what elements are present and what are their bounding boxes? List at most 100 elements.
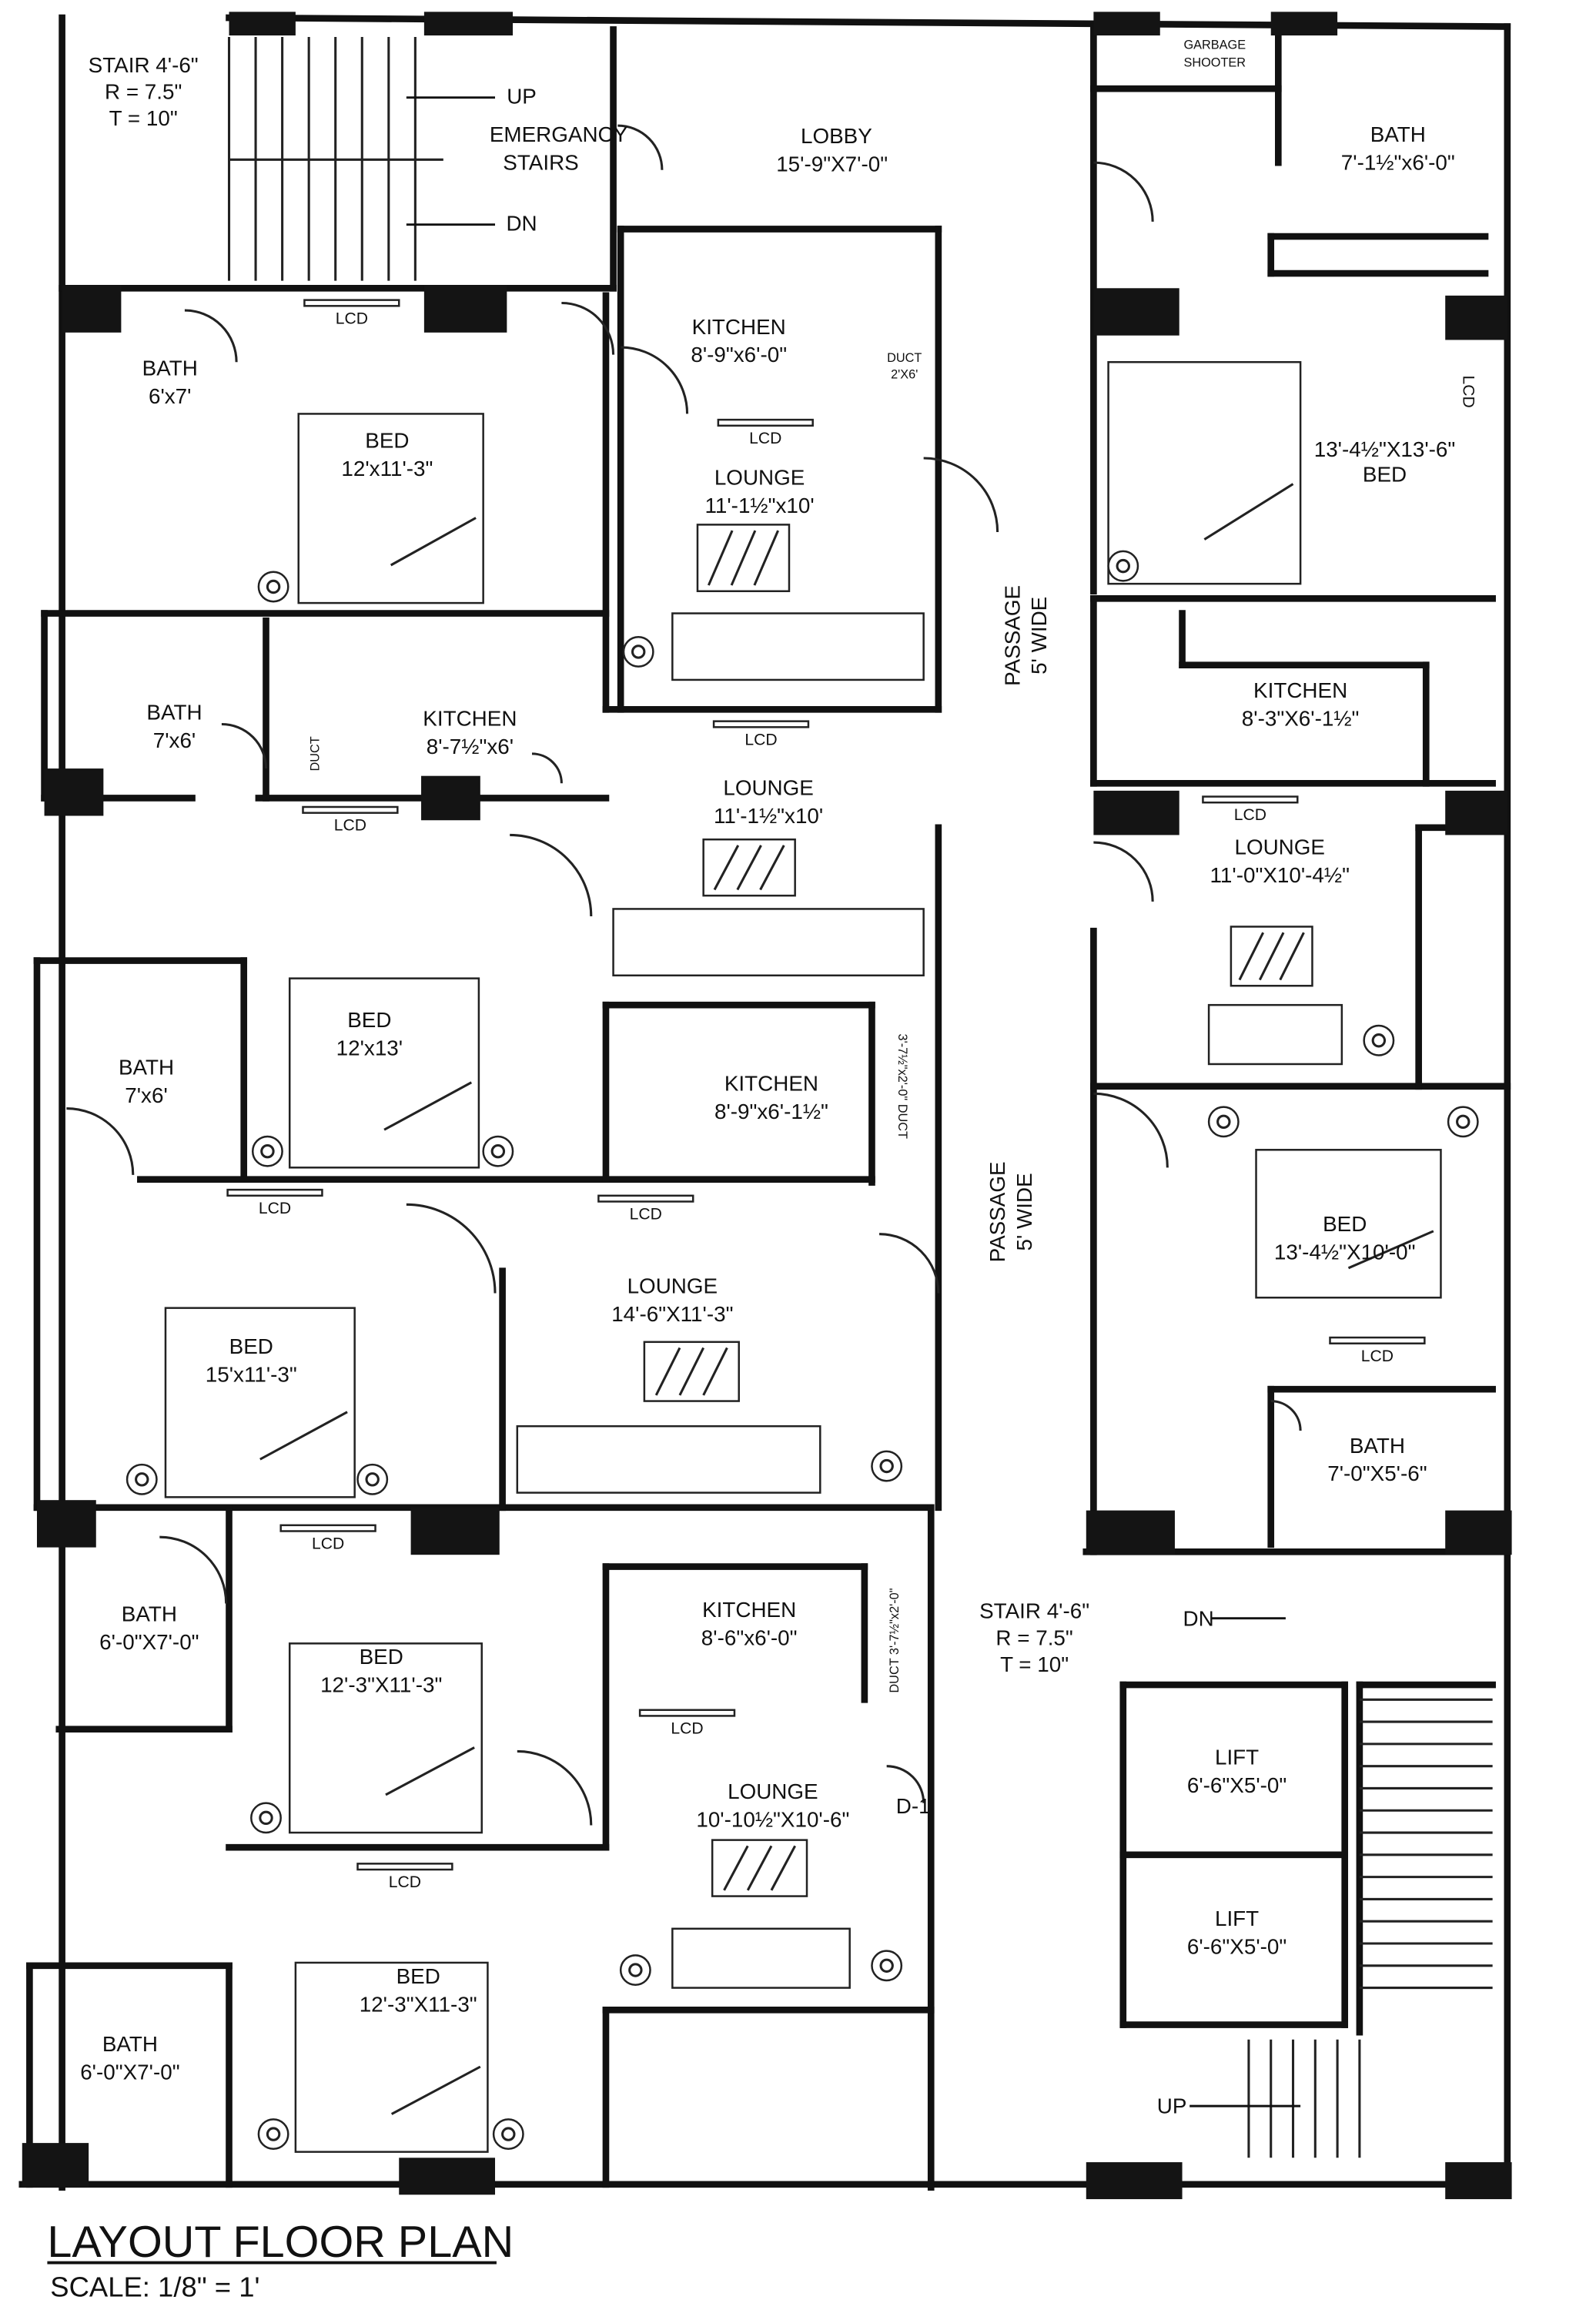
door-swing — [1270, 1400, 1302, 1431]
column — [1093, 288, 1179, 336]
room-label: KITCHEN — [702, 1598, 796, 1622]
lcd-tv-icon — [279, 1524, 376, 1532]
lcd-tv-icon — [638, 1709, 736, 1717]
lamp-icon — [622, 636, 654, 668]
lamp-icon — [492, 2118, 524, 2151]
door-swing — [879, 1233, 940, 1294]
column — [1445, 295, 1507, 340]
bed-icon — [1107, 361, 1302, 585]
room-label: LCD — [312, 1535, 344, 1553]
room-label: R = 7.5" — [995, 1625, 1072, 1649]
room-label: BED — [229, 1334, 273, 1358]
room-label: DN — [1183, 1606, 1214, 1630]
room-label: 6'-0"X7'-0" — [80, 2061, 179, 2084]
room-label: 7'-1½"x6'-0" — [1341, 151, 1455, 175]
room-label: T = 10" — [109, 106, 178, 130]
room-label: LCD — [336, 310, 368, 327]
column — [1093, 790, 1179, 835]
bed-icon — [297, 413, 484, 604]
room-label: 8'-3"X6'-1½" — [1242, 706, 1360, 730]
room-label: BED — [1363, 463, 1407, 487]
lcd-tv-icon — [597, 1194, 694, 1203]
column — [421, 775, 480, 821]
room-label: BED — [360, 1645, 403, 1669]
room-label: LCD — [389, 1873, 421, 1891]
labels: STAIR 4'-6"R = 7.5"T = 10"UPEMERGANCYSTA… — [80, 38, 1477, 2118]
sofa-icon — [516, 1424, 821, 1494]
room-label: LIFT — [1215, 1907, 1259, 1930]
room-label: KITCHEN — [423, 706, 517, 730]
room-label: 12'x13' — [336, 1036, 403, 1060]
room-label: UP — [1157, 2094, 1187, 2118]
room-label: 12'-3"X11-3" — [360, 1992, 477, 2016]
room-label: LOUNGE — [728, 1779, 818, 1803]
room-label: R = 7.5" — [105, 80, 182, 104]
lamp-icon — [257, 571, 289, 603]
room-label: DUCT 3'-7½"x2'-0" — [888, 1588, 902, 1692]
room-label: SHOOTER — [1183, 55, 1246, 69]
room-label: DN — [506, 211, 537, 235]
door-swing — [531, 752, 563, 784]
room-label: LCD — [1234, 806, 1266, 824]
door-swing — [184, 309, 238, 363]
room-label: BATH — [1370, 122, 1426, 146]
room-label: KITCHEN — [724, 1072, 818, 1096]
room-label: 11'-0"X10'-4½" — [1210, 863, 1349, 887]
room-label: LOUNGE — [627, 1274, 718, 1297]
room-label: 6'-0"X7'-0" — [99, 1630, 199, 1654]
room-label: STAIR 4'-6" — [89, 53, 199, 77]
plan-scale: SCALE: 1/8" = 1' — [50, 2272, 259, 2303]
column — [423, 12, 514, 36]
door-swing — [923, 457, 999, 532]
plan-title: LAYOUT FLOOR PLAN — [47, 2218, 514, 2267]
lcd-tv-icon — [1202, 795, 1299, 804]
room-label: 8'-7½"x6' — [427, 735, 514, 758]
room-label: LCD — [334, 817, 366, 835]
door-swing — [621, 346, 689, 414]
door-swing — [517, 1749, 593, 1826]
lamp-icon — [1107, 550, 1139, 582]
door-swing — [221, 722, 268, 769]
room-label: BED — [347, 1008, 391, 1032]
room-label: DUCT — [309, 736, 323, 771]
lcd-tv-icon — [303, 299, 400, 307]
room-label: PASSAGE — [985, 1161, 1009, 1262]
column — [36, 1500, 96, 1548]
lamp-icon — [257, 2118, 289, 2151]
column — [22, 2143, 89, 2188]
room-label: BED — [396, 1964, 440, 1988]
room-label: 5' WIDE — [1027, 597, 1051, 675]
walls — [18, 12, 1512, 2200]
room-label: 5' WIDE — [1012, 1173, 1036, 1250]
lamp-icon — [251, 1135, 283, 1167]
room-label: T = 10" — [1000, 1652, 1069, 1676]
lamp-icon — [871, 1950, 903, 1982]
door-swing — [617, 124, 664, 170]
room-label: 2'X6' — [891, 367, 918, 381]
room-label: 15'-9"X7'-0" — [776, 152, 888, 176]
column — [423, 285, 507, 333]
door-swing — [561, 301, 615, 355]
lamp-icon — [356, 1463, 389, 1495]
sofa-icon — [1207, 1003, 1343, 1066]
room-label: 8'-9"x6'-1½" — [714, 1100, 828, 1123]
lcd-tv-icon — [717, 418, 814, 427]
column — [1270, 12, 1338, 36]
room-label: D-1 — [896, 1794, 931, 1818]
column — [1445, 2162, 1512, 2200]
lcd-tv-icon — [712, 720, 810, 728]
room-label: 13'-4½"X10'-0" — [1274, 1240, 1416, 1264]
room-label: LOBBY — [801, 124, 872, 148]
door-swing — [886, 1765, 925, 1803]
bed-icon — [1255, 1149, 1442, 1299]
sofa-icon — [671, 1927, 851, 1989]
room-label: STAIRS — [503, 151, 578, 175]
room-label: LCD — [749, 430, 781, 447]
column — [44, 768, 104, 816]
room-label: 13'-4½"X13'-6" — [1314, 437, 1456, 461]
lcd-tv-icon — [226, 1188, 323, 1197]
room-label: GARBAGE — [1183, 38, 1246, 52]
door-swing — [1093, 1092, 1169, 1168]
column — [62, 285, 122, 333]
